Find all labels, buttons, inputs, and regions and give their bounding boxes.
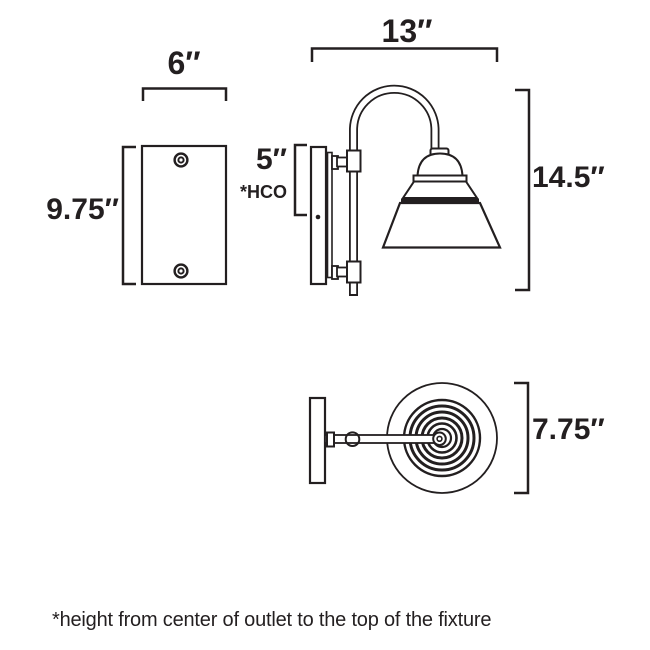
plate-edge-strip [326, 151, 333, 279]
rod-clamp-top [346, 149, 362, 173]
side-height-label: 14.5″ [532, 161, 605, 194]
gooseneck-arm [349, 84, 440, 296]
front-width-label: 6″ [167, 45, 201, 81]
shade-upper-tier [401, 180, 479, 199]
socket-cap-dome [416, 152, 464, 177]
screw-outer-ring [173, 152, 189, 168]
fixture-side-view [293, 47, 531, 296]
width-dimension-bracket [310, 47, 499, 62]
height-dimension-bracket [515, 88, 531, 292]
wall-plate-profile [309, 145, 328, 286]
arm-hub-center [436, 435, 443, 442]
arm-top-view [324, 431, 447, 448]
fixture-top-view [308, 381, 530, 495]
arm-bar [324, 434, 438, 444]
screw-outer-ring [173, 263, 189, 279]
rod-clamp-bottom [346, 260, 362, 284]
front-height-label: 9.75″ [46, 193, 119, 226]
screw-inner-ring [177, 156, 185, 164]
mount-arm-bottom [331, 265, 349, 280]
top-diameter-label: 7.75″ [532, 413, 605, 446]
diameter-dimension-bracket [514, 381, 530, 495]
screw-top [173, 152, 189, 168]
wall-plate-top [308, 396, 327, 485]
side-width-label: 13″ [381, 13, 433, 49]
swivel-collar [344, 431, 361, 448]
arm-hub [432, 431, 447, 447]
height-dimension-bracket [121, 145, 136, 286]
backplate-front-view [121, 87, 228, 286]
screw-bottom [173, 263, 189, 279]
hco-abbreviation: *HCO [239, 182, 287, 202]
arm-base-block [326, 431, 335, 448]
mount-arm-top [331, 155, 349, 170]
hco-dimension-label: 5″ [255, 143, 287, 176]
shade-cone [381, 201, 502, 249]
hco-footnote: *height from center of outlet to the top… [52, 609, 492, 631]
shade-side [381, 147, 502, 249]
hco-dimension-bracket [293, 143, 307, 217]
width-dimension-bracket [141, 87, 228, 101]
backplate-outline [140, 144, 228, 286]
screw-inner-ring [177, 267, 185, 275]
outlet-center-dot [315, 214, 321, 220]
gooseneck-core [350, 86, 438, 296]
